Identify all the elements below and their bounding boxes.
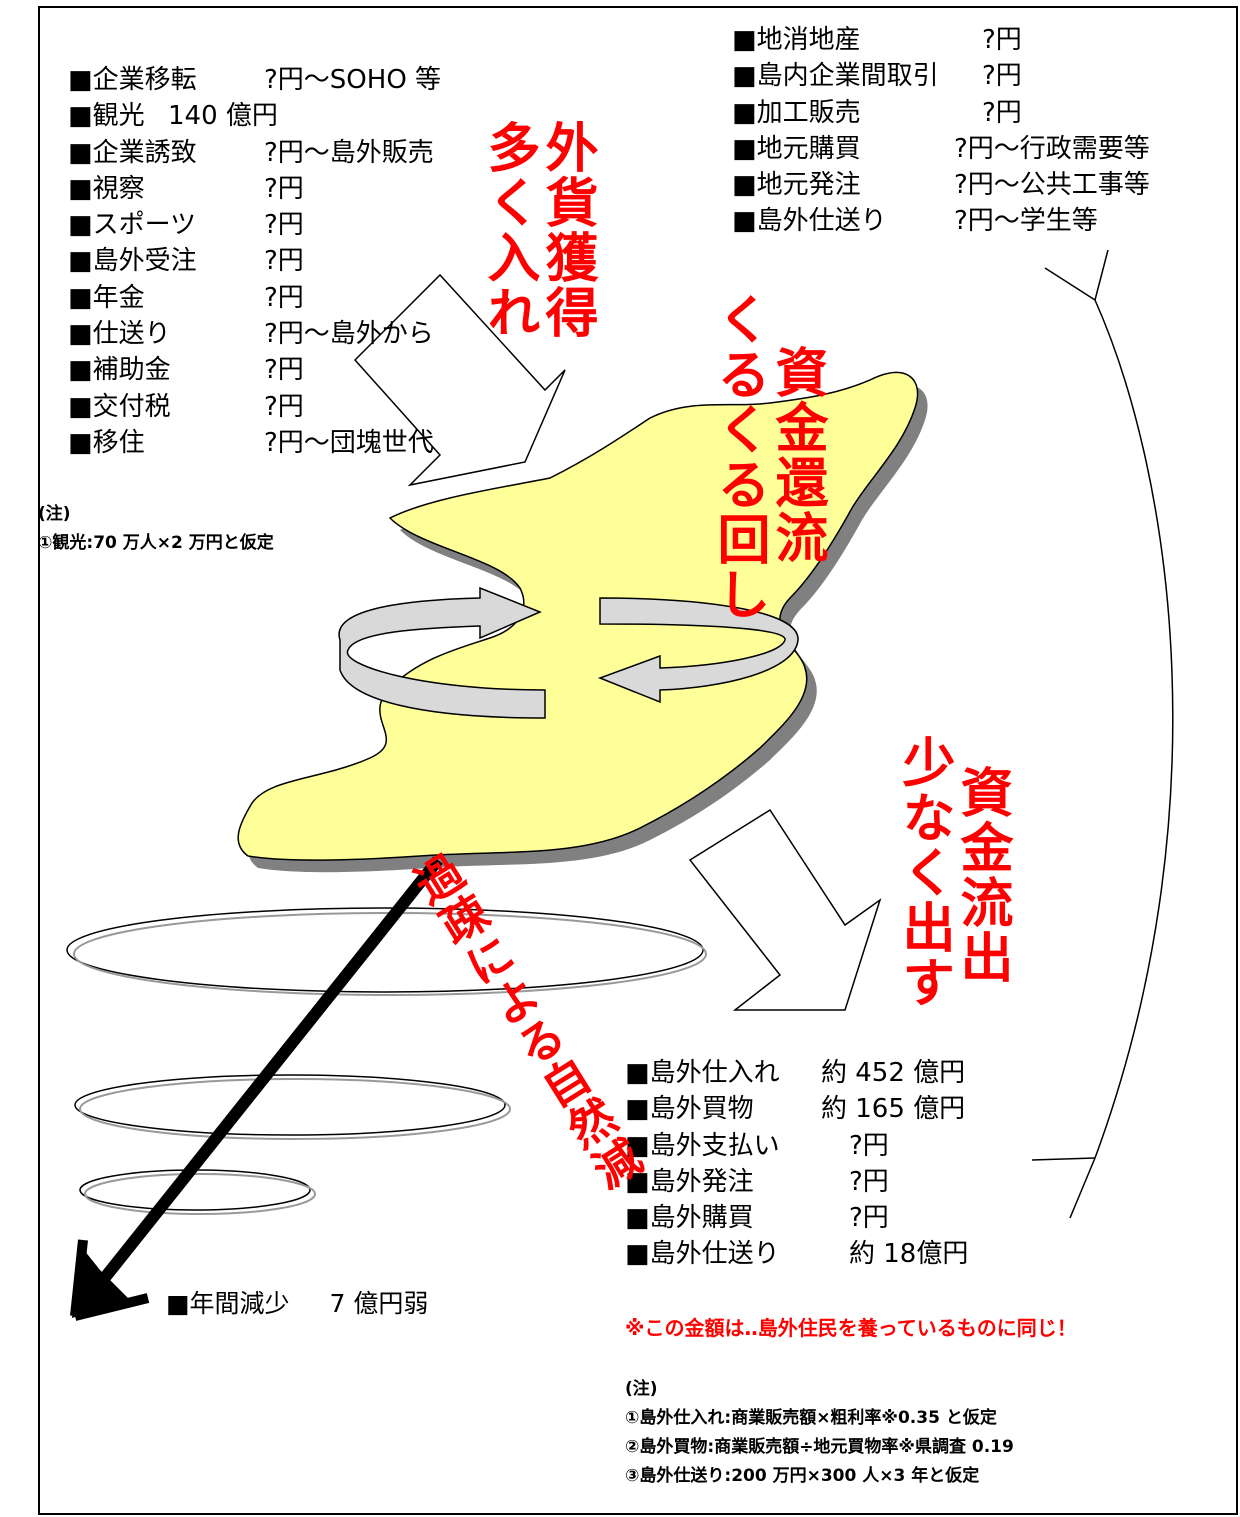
list-item: ■企業誘致?円～島外販売: [68, 137, 434, 168]
circulation-arrow-back: [597, 597, 799, 704]
list-item: ■島外仕送り?円～学生等: [732, 206, 1098, 237]
inflow-arrow: [353, 273, 566, 487]
list-item: ■交付税?円: [68, 391, 304, 422]
slogan-outflow-col1: 資金流出: [952, 765, 1013, 985]
list-item: ■加工販売?円: [732, 97, 1022, 128]
list-item: ■島内企業間取引?円: [732, 61, 1022, 92]
slogan-circulate-col1: 資金還流: [767, 345, 828, 565]
right-brace: [1031, 249, 1174, 1219]
list-item: ■移住?円～団塊世代: [68, 427, 434, 458]
vortex-ring-large: [66, 907, 704, 993]
slogan-circulate-col2: くるくる回し: [709, 292, 770, 622]
vortex-ring-medium: [74, 1074, 506, 1136]
note-item: ①島外仕入れ:商業販売額×粗利率※0.35 と仮定: [625, 1408, 997, 1428]
outflow-arrow: [688, 808, 882, 1011]
island-shape: [237, 371, 919, 861]
island-circulation-list: ■地消地産?円 ■島内企業間取引?円 ■加工販売?円 ■地元購買?円～行政需要等…: [732, 22, 1150, 240]
note-item: ③島外仕送り:200 万円×300 人×3 年と仮定: [625, 1466, 980, 1486]
note-item: ②島外買物:商業販売額÷地元買物率※県調査 0.19: [625, 1437, 1014, 1457]
slogan-earn-col2: 多く入れ: [479, 120, 540, 340]
list-item: ■島外仕送り約 18億円: [625, 1239, 969, 1270]
list-item: ■地消地産?円: [732, 25, 1022, 55]
vortex-ring-small: [79, 1169, 311, 1211]
note-title: (注): [625, 1379, 658, 1399]
outflow-notes: (注) ①島外仕入れ:商業販売額×粗利率※0.35 と仮定 ②島外買物:商業販売…: [625, 1375, 1014, 1491]
list-item: ■年金?円: [68, 282, 304, 313]
outflow-list: ■島外仕入れ約 452 億円 ■島外買物約 165 億円 ■島外支払い?円 ■島…: [625, 1055, 968, 1273]
note-title: (注): [38, 504, 71, 524]
list-item: ■仕送り?円～島外から: [68, 319, 434, 350]
slogan-outflow-col2: 少なく出す: [894, 735, 955, 1010]
note-item: ①観光:70 万人×2 万円と仮定: [38, 533, 274, 553]
circulation-arrows: [338, 586, 799, 719]
list-item: ■補助金?円: [68, 355, 304, 386]
list-item: ■企業移転?円～SOHO 等: [68, 65, 442, 95]
list-item: ■島外仕入れ約 452 億円: [625, 1058, 966, 1088]
list-item: ■地元購買?円～行政需要等: [732, 133, 1150, 164]
circulation-arrow-front: [338, 586, 546, 719]
decline-arrow: [70, 856, 443, 1321]
list-item: ■スポーツ?円: [68, 210, 304, 241]
slogan-earn-col1: 外貨獲得: [537, 120, 598, 340]
list-item: ■島外支払い?円: [625, 1130, 889, 1161]
list-item: ■島外購買?円: [625, 1203, 889, 1234]
list-item: ■視察?円: [68, 173, 304, 204]
list-item: ■島外受注?円: [68, 246, 304, 277]
outflow-warning: ※この金額は‥島外住民を養っているものに同じ！: [625, 1316, 1077, 1340]
list-item: ■島外発注?円: [625, 1166, 889, 1197]
inflow-notes: (注) ①観光:70 万人×2 万円と仮定: [38, 500, 274, 558]
list-item: ■島外買物約 165 億円: [625, 1094, 966, 1125]
diagram-frame: [38, 6, 1238, 1515]
list-item: ■地元発注?円～公共工事等: [732, 170, 1150, 201]
